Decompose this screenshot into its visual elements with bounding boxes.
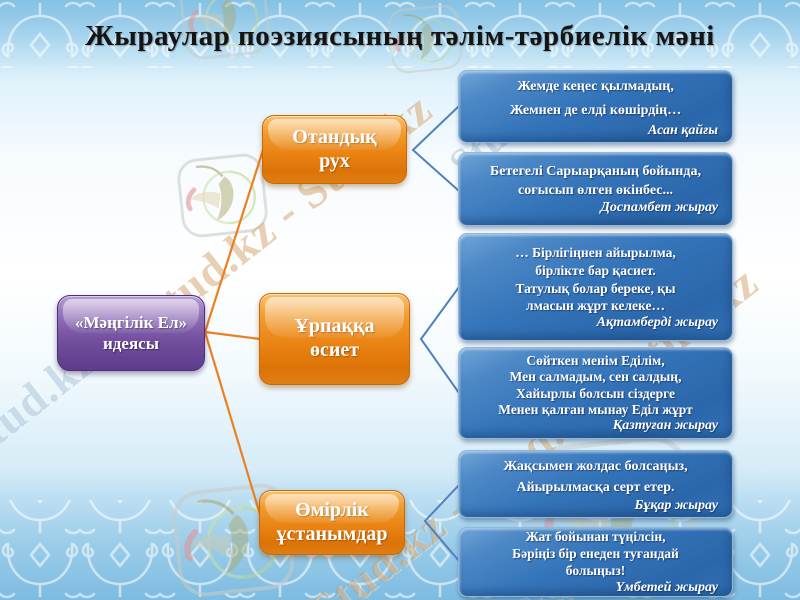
branch-node-omirlik-ustanymdar: Өмірлік ұстанымдар [259,490,405,555]
slide-title: Жыраулар поэзиясының тәлім-тәрбиелік мән… [85,20,715,52]
quote-box-qaztugan: Сөйткен менім Еділім, Мен салмадым, сен … [458,347,733,439]
quote-line: Жат бойынан түңілсін, [525,529,666,545]
quote-box-buqar: Жақсымен жолдас болсаңыз, Айырылмасқа се… [458,450,733,518]
branch-node-urpaqqa-osiet: Ұрпаққа өсиет [259,293,410,385]
orange-connector [203,331,264,522]
quote-line: лмасын жұрт келеке… [526,298,665,314]
quote-line: Бетегелі Сарыарқаның бойында, [490,163,701,179]
quote-box-aqtamberdi: … Бірлігіңнен айырылма, бірлікте бар қас… [458,233,733,341]
quote-line: … Бірлігіңнен айырылма, [515,244,676,260]
quote-lines: Жемде кеңес қылмадың, Жемнен де елді көш… [467,75,724,123]
branch-node-otandyq-ruh: Отандық рух [262,115,407,184]
quote-box-asan-qaygy: Жемде кеңес қылмадың, Жемнен де елді көш… [458,70,733,143]
quote-line: Мен салмадым, сен салдың, [509,369,682,385]
branch-node-label: Отандық рух [292,125,377,172]
quote-box-umbetey: Жат бойынан түңілсін, Бәріңіз бір енеден… [458,527,733,597]
orange-connector [204,330,261,341]
quote-lines: Жат бойынан түңілсін, Бәріңіз бір енеден… [467,529,724,580]
quote-author: Ақтамберді жырау [596,315,718,331]
branch-node-label: Өмірлік ұстанымдар [276,498,388,545]
quote-author: Қазтуған жырау [612,418,718,434]
quote-author: Доспамбет жырау [600,200,718,216]
quote-line: Жемде кеңес қылмадың, [517,79,674,95]
quote-line: Сөйткен менім Еділім, [526,352,665,368]
blue-connector [419,286,460,394]
branch-node-label: Ұрпаққа өсиет [294,315,375,361]
quote-line: соғысып өлген өкінбес... [518,182,673,198]
blue-connector [411,105,460,192]
quote-line: Жақсымен жолдас болсаңыз, [503,458,688,474]
blue-connector [423,484,460,562]
quote-line: болыңыз! [565,562,626,578]
quote-lines: … Бірлігіңнен айырылма, бірлікте бар қас… [467,244,724,315]
orange-connector [203,149,265,333]
quote-lines: Жақсымен жолдас болсаңыз, Айырылмасқа се… [467,456,724,498]
quote-line: Татулық болар береке, қы [515,280,676,296]
quote-line: Айырылмасқа серт етер. [516,479,675,495]
quote-author: Үмбетей жырау [615,579,718,595]
quote-line: Бәріңіз бір енеден туғандай [512,546,679,562]
quote-line: Хайырлы болсын сіздерге [515,385,676,401]
quote-author: Бұқар жырау [634,497,718,513]
quote-lines: Бетегелі Сарыарқаның бойында, соғысып өл… [467,163,724,201]
root-node-label: «Мәңгілік Ел» идеясы [74,312,187,353]
quote-lines: Сөйткен менім Еділім, Мен салмадым, сен … [467,353,724,419]
quote-line: Менен қалған мынау Еділ жұрт [498,401,693,417]
quote-line: Жемнен де елді көшірдің… [509,103,682,118]
quote-box-dospambet: Бетегелі Сарыарқаның бойында, соғысып өл… [458,152,733,226]
quote-line: бірлікте бар қасиет. [535,262,656,278]
quote-author: Асан қайғы [647,122,718,138]
root-node-mangilik-el: «Мәңгілік Ел» идеясы [57,295,205,371]
